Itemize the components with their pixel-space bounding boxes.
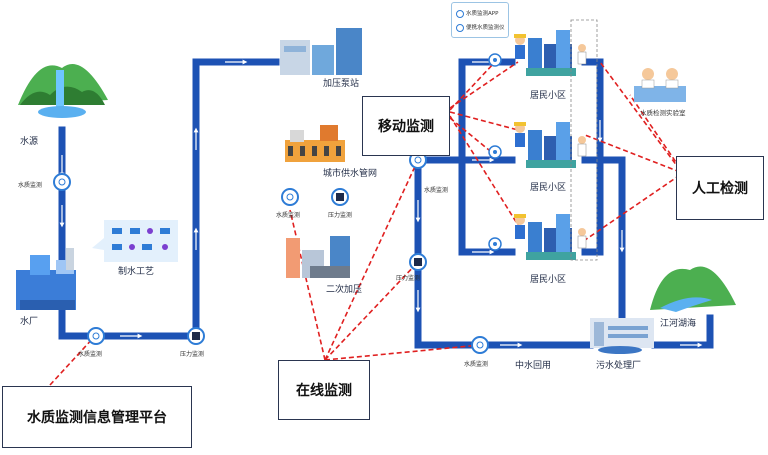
link-mobile-res2 [449,111,519,131]
legend: 水质监测APP 便携水质监测仪 [451,2,509,38]
monitor-label-wq-plant: 水质监测 [78,351,103,358]
link-mobile-pin2 [449,117,496,156]
sewage-plant-illustration [590,318,654,354]
flow-arrows [59,59,703,348]
monitor-icons [53,53,502,354]
app-pin-icon-2 [488,145,502,159]
river-illustration [650,266,736,312]
monitor-label-wq-pipe: 水质监测 [424,187,449,194]
legend-app-row: 水质监测APP [456,9,498,18]
inspector-figures [514,34,587,249]
residential-illustrations [526,30,576,260]
app-pin-icon-3 [488,237,502,251]
link-online-wq [289,209,326,361]
link-platform-wq [49,335,96,386]
label-city-network: 城市供水管网 [323,169,378,179]
mobile-monitoring-box: 移动监测 [362,96,450,156]
link-online-network [324,159,419,361]
label-residential-3: 居民小区 [530,275,567,285]
label-sewage-plant: 污水处理厂 [596,361,642,371]
wq-monitor-icon-source [53,173,71,191]
link-manual-lab [599,61,681,171]
app-pin-icon-1 [488,53,502,67]
dashed-links [49,61,681,386]
legend-device-row: 便携水质监测仪 [456,23,505,32]
manual-testing-box: 人工检测 [676,156,764,220]
monitor-label-pressure-network: 压力监测 [328,212,353,219]
device-pin-icon [456,23,464,32]
label-booster-station: 加压泵站 [323,79,360,89]
link-manual-res2 [584,174,681,241]
legend-app-label: 水质监测APP [466,11,499,17]
link-online-return [324,344,481,361]
platform-box: 水质监测信息管理平台 [2,386,192,448]
secondary-pressure-illustration [286,236,350,278]
inspection-column [570,19,598,261]
process-panel [92,220,178,262]
monitor-label-pressure-main: 压力监测 [180,351,205,358]
wq-monitor-icon-network [281,188,299,206]
pressure-monitor-icon-pipe [409,253,427,271]
monitor-label-wq-source: 水质监测 [18,182,43,189]
link-mobile-pin1 [449,61,496,111]
label-lab: 水质检测实验室 [640,109,686,117]
label-water-source: 水源 [20,137,39,147]
label-process: 制水工艺 [118,267,155,277]
pressure-monitor-icon-main [187,327,205,345]
wq-monitor-icon-return [471,336,489,354]
water-plant-illustration [16,248,76,310]
booster-station-illustration [280,28,362,75]
label-rivers: 江河湖海 [660,319,697,329]
link-mobile-res3 [449,115,519,226]
lab-illustration [634,68,686,102]
link-online-pressure [324,261,419,361]
online-monitoring-box: 在线监测 [278,360,370,420]
link-mobile-res1 [449,61,519,109]
label-water-plant: 水厂 [20,317,39,327]
label-reclaimed-water: 中水回用 [515,361,552,371]
monitor-label-pressure-pipe: 压力监测 [396,275,421,282]
label-residential-2: 居民小区 [530,183,567,193]
legend-device-label: 便携水质监测仪 [466,25,505,31]
link-manual-res1 [584,134,681,173]
app-pin-icon [456,9,464,18]
link-manual-lab2 [629,94,681,169]
monitor-label-wq-return: 水质监测 [464,361,489,368]
water-source-illustration [18,64,108,118]
label-residential-1: 居民小区 [530,91,567,101]
pipe-sewage-to-river [651,314,714,349]
label-secondary-pressure: 二次加压 [326,285,363,295]
pipe-res-rows [458,96,516,256]
pressure-monitor-icon-network [331,188,349,206]
city-buildings-illustration [285,125,345,162]
wq-monitor-icon-plant [87,327,105,345]
monitor-label-wq-network: 水质监测 [276,212,301,219]
